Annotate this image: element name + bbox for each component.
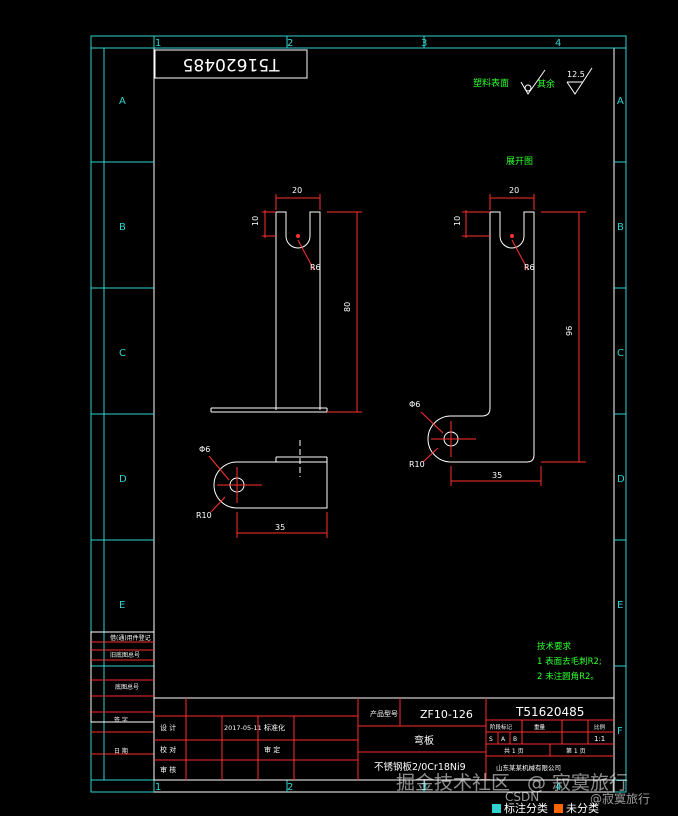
right-dim-radius-slot: R6 — [524, 263, 535, 272]
tb-product-code: ZF10-126 — [420, 708, 473, 721]
tech-requirements: 技术要求 1 表面去毛刺R2; 2 未注圆角R2。 — [537, 641, 602, 682]
status-bar: 标注分类 未分类 — [492, 800, 678, 816]
zone-bottom-2: 2 — [287, 782, 293, 793]
side-table — [90, 631, 155, 755]
annotate-label: 标注分类 — [504, 802, 548, 815]
zone-left-c: C — [119, 348, 126, 359]
side-table-row-1: 借(通)用件登记 — [110, 634, 151, 642]
zone-right-c: C — [617, 348, 624, 359]
roughness-remaining: 其余 — [537, 78, 555, 90]
roughness-label: 塑料表面 — [473, 77, 509, 89]
right-dim-slot: 10 — [453, 216, 462, 226]
tb-product-code-label: 产品型号 — [370, 709, 398, 718]
flat-pattern-note: 展开图 — [506, 156, 533, 167]
right-view-dims — [420, 194, 586, 486]
annotate-category-tab[interactable]: 标注分类 — [492, 800, 548, 816]
tb-stage-a: A — [501, 736, 506, 743]
left-bottom-dim-text: Φ6 R10 35 — [196, 445, 285, 532]
tb-std-label: 标准化 — [264, 723, 285, 732]
right-dim-outer-radius: R10 — [409, 460, 425, 469]
tech-req-item-1: 1 表面去毛刺R2; — [537, 656, 602, 667]
zone-top-2: 2 — [287, 38, 293, 49]
tb-designer-label: 设 计 — [160, 723, 176, 732]
left-view-dims — [262, 194, 362, 413]
tb-sheet-total: 共 1 页 — [504, 747, 524, 755]
right-view-dim-text: 20 10 96 R6 Φ6 R10 35 — [409, 186, 574, 480]
tb-part-name: 弯板 — [414, 734, 434, 747]
left-view-front — [210, 211, 328, 413]
part-number-rotated: T51620485 — [183, 54, 281, 74]
zone-bottom-4: 4 — [555, 782, 561, 793]
left-view-dim-text: 20 10 80 R6 — [251, 186, 352, 312]
roughness-value: 12.5 — [567, 70, 585, 79]
title-block-text: 设 计 校 对 审 核 2017-05-11 标准化 审 定 产品型号 ZF10… — [160, 705, 606, 774]
right-dim-width: 20 — [509, 186, 519, 195]
right-view-flat — [427, 211, 535, 463]
left-dim-slot: 10 — [251, 216, 260, 226]
right-dim-hole: Φ6 — [409, 400, 420, 409]
zone-top-3: 3 — [421, 38, 427, 49]
csdn-watermark-prefix: CSDN — [505, 790, 540, 804]
unclassified-label: 未分类 — [566, 802, 599, 815]
tb-check-label: 校 对 — [160, 745, 176, 754]
tb-date: 2017-05-11 — [224, 724, 262, 732]
tech-req-title: 技术要求 — [537, 641, 572, 652]
tb-drawing-no: T51620485 — [515, 705, 584, 719]
tb-material: 不锈钢板2/0Cr18Ni9 — [374, 761, 466, 773]
tb-stage-label: 阶段标记 — [490, 723, 513, 731]
tb-scale-label: 比例 — [594, 723, 606, 731]
zone-right-f: F — [617, 726, 623, 737]
tb-stage-s: S — [489, 736, 493, 743]
tb-weight-label: 重量 — [534, 723, 546, 731]
tb-scale: 1:1 — [594, 735, 605, 743]
zone-bottom-3: 3 — [421, 782, 427, 793]
tb-stage-b: B — [513, 736, 517, 743]
left-dim-hole: Φ6 — [199, 445, 210, 454]
zone-left-b: B — [119, 222, 126, 233]
tb-review-label: 审 核 — [160, 765, 176, 774]
part-number-box: T51620485 — [154, 49, 308, 79]
left-dim-width: 20 — [292, 186, 302, 195]
zone-left-a: A — [119, 96, 126, 107]
side-table-row-4: 签 字 — [114, 716, 128, 724]
zone-labels: 1 2 3 4 1 2 3 4 A B C D E A B C D E F — [119, 38, 625, 793]
title-block-lines — [153, 697, 615, 781]
zone-right-a: A — [617, 96, 624, 107]
left-view-bottom — [213, 440, 328, 509]
zone-right-d: D — [617, 474, 625, 485]
left-dim-outer-radius: R10 — [196, 511, 212, 520]
zone-top-4: 4 — [555, 38, 561, 49]
tb-sheet: 第 1 页 — [566, 747, 586, 755]
right-dim-height: 96 — [565, 326, 574, 336]
zone-bottom-1: 1 — [155, 782, 161, 793]
zone-left-e: E — [119, 600, 125, 611]
zone-left-d: D — [119, 474, 127, 485]
tb-approve-label: 审 定 — [264, 745, 280, 754]
author-watermark: @ 寂寞旅行 — [527, 772, 629, 794]
side-table-text: 借(通)用件登记 旧底图总号 底图总号 签 字 日 期 — [110, 634, 151, 755]
tech-req-item-2: 2 未注圆角R2。 — [537, 671, 599, 682]
left-dim-height: 80 — [343, 302, 352, 312]
juejin-watermark: 掘金技术社区 — [396, 772, 511, 794]
annotate-swatch-icon — [492, 804, 501, 813]
side-table-row-3: 底图总号 — [115, 683, 139, 691]
roughness-note: 塑料表面 其余 12.5 — [473, 67, 593, 95]
zone-right-e: E — [617, 600, 623, 611]
left-bottom-dims — [208, 455, 328, 538]
right-dim-length: 35 — [492, 471, 502, 480]
csdn-watermark-author: @寂寞旅行 — [590, 792, 651, 806]
unclassified-category-tab[interactable]: 未分类 — [554, 800, 599, 816]
left-dim-length: 35 — [275, 523, 285, 532]
left-dim-radius-slot: R6 — [310, 263, 321, 272]
tb-company: 山东某某机械有限公司 — [496, 763, 561, 772]
side-table-row-2: 旧底图总号 — [110, 651, 140, 659]
side-table-row-5: 日 期 — [114, 747, 128, 755]
zone-top-1: 1 — [155, 38, 161, 49]
unclassified-swatch-icon — [554, 804, 563, 813]
zone-right-b: B — [617, 222, 624, 233]
